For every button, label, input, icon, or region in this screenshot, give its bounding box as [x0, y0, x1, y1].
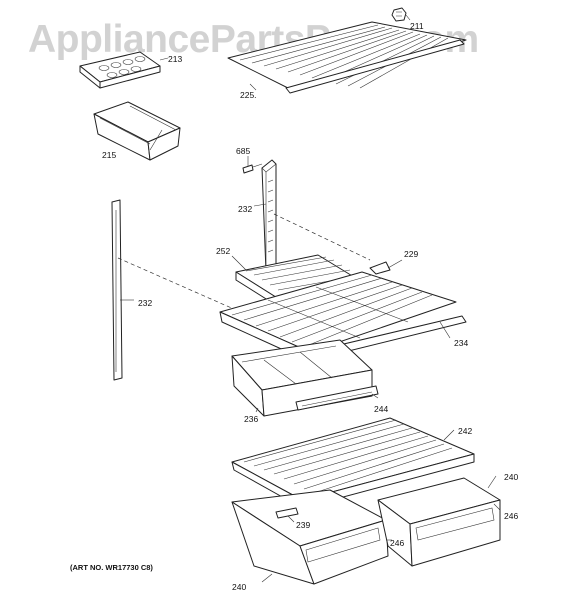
part-236-deli-pan[interactable] — [231, 339, 373, 417]
callout-213: 213 — [168, 54, 182, 64]
callout-246-left: 246 — [390, 538, 404, 548]
callout-240-right: 240 — [504, 472, 518, 482]
part-211-end-cap[interactable] — [391, 7, 407, 22]
art-number: (ART NO. WR17730 C8) — [70, 563, 153, 572]
callout-225: 225. — [240, 90, 257, 100]
callout-239: 239 — [296, 520, 310, 530]
callout-240-left: 240 — [232, 582, 246, 592]
callout-252: 252 — [216, 246, 230, 256]
callout-232-left: 232 — [138, 298, 152, 308]
part-213-tray[interactable] — [79, 51, 161, 89]
callout-232-center: 232 — [238, 204, 252, 214]
callout-215: 215 — [102, 150, 116, 160]
part-244-pan-handle[interactable] — [295, 385, 379, 411]
callout-244: 244 — [374, 404, 388, 414]
part-232-left-shelf-support[interactable] — [111, 199, 123, 381]
callout-234: 234 — [454, 338, 468, 348]
callout-236: 236 — [244, 414, 258, 424]
leader-lines — [120, 14, 501, 583]
callout-242: 242 — [458, 426, 472, 436]
part-242-crisper-cover[interactable] — [231, 417, 475, 509]
part-240-left-crisper-drawer[interactable] — [231, 489, 389, 585]
part-225-top-wire-shelf[interactable] — [227, 21, 467, 94]
callout-685: 685 — [236, 146, 250, 156]
part-232-center-shelf-support[interactable] — [261, 159, 277, 273]
callout-211: 211 — [410, 21, 424, 31]
part-685-screw[interactable] — [242, 163, 263, 174]
callout-229: 229 — [404, 249, 418, 259]
part-240-right-crisper-drawer[interactable] — [377, 477, 501, 567]
callout-246-right: 246 — [504, 511, 518, 521]
alignment-lines — [117, 213, 371, 311]
part-215-door-bin[interactable] — [93, 101, 181, 161]
part-239-drawer-slide[interactable] — [275, 507, 299, 519]
